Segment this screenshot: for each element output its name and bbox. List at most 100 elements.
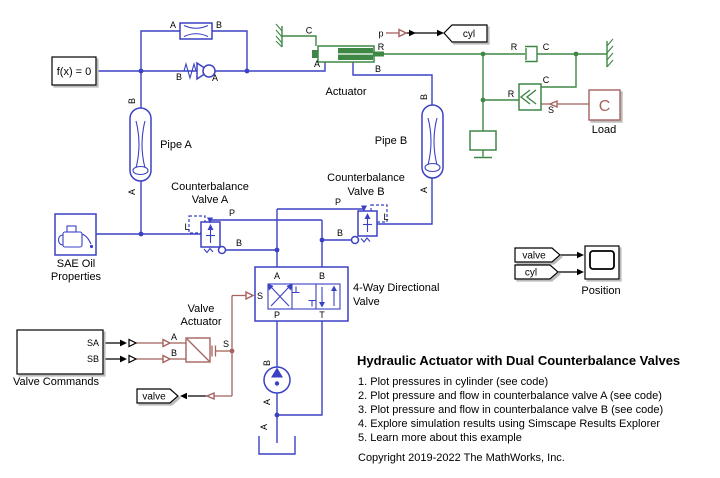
pipe-a-block[interactable]: B A Pipe A bbox=[127, 98, 193, 195]
wall-hatch bbox=[275, 23, 283, 48]
damper-block[interactable]: R C bbox=[511, 42, 550, 63]
solver-body[interactable] bbox=[51, 56, 97, 86]
port-label-r: R bbox=[378, 42, 385, 52]
arrowhead-icon bbox=[120, 339, 127, 347]
annotation-item: 1. Plot pressures in cylinder (see code) bbox=[358, 376, 548, 388]
mechanical-wires[interactable] bbox=[282, 35, 607, 157]
annotation-item: 3. Plot pressure and flow in counterbala… bbox=[358, 404, 663, 416]
pipe-b-block[interactable]: B A Pipe B bbox=[375, 94, 444, 193]
port-label-p: P bbox=[335, 197, 341, 207]
oil-drop bbox=[89, 244, 94, 249]
port-label-c: C bbox=[543, 75, 550, 85]
force-source-block[interactable]: C R S bbox=[508, 75, 554, 115]
check-valve-block[interactable]: B A bbox=[176, 61, 218, 83]
annotation-item: 2. Plot pressure and flow in counterbala… bbox=[358, 390, 662, 402]
junction-dots bbox=[138, 51, 579, 418]
orifice-block[interactable]: A B bbox=[170, 20, 222, 40]
pipe-body[interactable] bbox=[129, 107, 152, 182]
oil-can-icon bbox=[57, 225, 94, 249]
sae-oil-block[interactable]: SAE Oil Properties bbox=[51, 213, 102, 283]
ps-input-port-icon[interactable] bbox=[162, 354, 172, 364]
valve-body[interactable] bbox=[254, 266, 349, 322]
counterbalance-valve-b-block[interactable]: P B L Counterbalance Valve B bbox=[327, 172, 405, 245]
pump-body[interactable] bbox=[263, 366, 291, 394]
valve-commands-block[interactable]: SA SB Valve Commands bbox=[13, 329, 104, 388]
port-label-a: A bbox=[170, 20, 176, 30]
tank-icon[interactable] bbox=[258, 436, 296, 455]
ps-input-port-icon[interactable] bbox=[245, 290, 255, 301]
port-label-l: L bbox=[184, 222, 189, 232]
tank-block[interactable]: A bbox=[258, 424, 296, 455]
wire[interactable] bbox=[277, 208, 365, 211]
actuator-label: Actuator bbox=[326, 86, 367, 98]
from-tag-shape[interactable] bbox=[514, 264, 559, 280]
wire[interactable] bbox=[282, 35, 317, 46]
ps-input-port-icon[interactable] bbox=[548, 99, 558, 109]
cbv-a-label-2: Valve A bbox=[192, 194, 229, 206]
valve-glyph-arrowhead bbox=[286, 283, 293, 291]
wire[interactable] bbox=[247, 62, 326, 72]
wall-left-icon bbox=[275, 23, 283, 48]
ps-converter-port-icon[interactable] bbox=[205, 391, 215, 401]
spring-icon bbox=[360, 237, 371, 243]
actuator-block[interactable]: C A R B p Actuator bbox=[306, 26, 385, 99]
wire[interactable] bbox=[541, 54, 577, 88]
from-valve-tag[interactable]: valve bbox=[514, 247, 561, 263]
scope-block[interactable]: Position bbox=[581, 245, 621, 297]
physical-signal-wires[interactable] bbox=[136, 32, 589, 397]
pipe-body[interactable] bbox=[421, 104, 444, 179]
port-label-c: C bbox=[543, 42, 550, 52]
from-tag-shape[interactable] bbox=[514, 247, 561, 263]
valve-actuator-label-1: Valve bbox=[188, 303, 215, 315]
converter-port-icon[interactable] bbox=[128, 338, 138, 348]
force-source-body[interactable] bbox=[518, 83, 542, 111]
counterbalance-valve-a-block[interactable]: L P B Counterbalance Valve A bbox=[171, 181, 249, 255]
port-label-p: P bbox=[229, 208, 235, 218]
valve-actuator-label-2: Actuator bbox=[181, 316, 222, 328]
wire[interactable] bbox=[140, 30, 180, 71]
goto-cyl-tag[interactable]: cyl bbox=[443, 24, 488, 43]
sae-oil-label-2: Properties bbox=[51, 271, 102, 283]
port-label-a: A bbox=[262, 399, 272, 405]
solver-block[interactable]: f(x) = 0 bbox=[51, 56, 97, 86]
valve-glyph-arrowhead bbox=[331, 285, 337, 291]
annotation-item: 4. Explore simulation results using Sims… bbox=[358, 418, 660, 430]
goto-valve-tag[interactable]: valve bbox=[136, 388, 179, 404]
goto-tag-shape[interactable] bbox=[136, 388, 179, 404]
wire[interactable] bbox=[212, 30, 248, 71]
valve-glyph-blocked-ports bbox=[292, 286, 316, 307]
pilot-box-icon bbox=[188, 215, 206, 234]
spring-icon bbox=[183, 61, 197, 81]
load-body[interactable] bbox=[588, 89, 621, 121]
port-label-b: B bbox=[171, 348, 177, 358]
ps-converter-port-icon[interactable] bbox=[398, 28, 408, 38]
port-label-a: A bbox=[419, 187, 429, 193]
directional-valve-block[interactable]: A B S P T 4-Way Directional Valve bbox=[254, 266, 439, 322]
port-label-b: B bbox=[375, 64, 381, 74]
valve-actuator-block[interactable]: A B S Valve Actuator bbox=[171, 303, 229, 363]
wire[interactable] bbox=[352, 62, 433, 105]
pump-block[interactable]: B A bbox=[262, 360, 291, 405]
converter-port-icon[interactable] bbox=[128, 354, 138, 364]
port-label-l: L bbox=[383, 212, 388, 222]
junction-dot bbox=[229, 348, 235, 354]
junction-dot bbox=[138, 68, 144, 74]
chevron-icon bbox=[519, 89, 531, 105]
wire[interactable] bbox=[377, 178, 433, 225]
ps-input-port-icon[interactable] bbox=[162, 338, 172, 348]
valve-glyph-dividers bbox=[291, 284, 317, 309]
mass-body[interactable] bbox=[469, 130, 497, 151]
port-label-a: A bbox=[314, 59, 320, 69]
goto-tag-shape[interactable] bbox=[443, 24, 488, 43]
pipe-curve bbox=[135, 120, 140, 169]
orifice-curve bbox=[183, 33, 209, 38]
mass-block[interactable] bbox=[469, 130, 497, 159]
port-label-sb: SB bbox=[87, 354, 99, 364]
from-cyl-tag[interactable]: cyl bbox=[514, 264, 559, 280]
annotation: Hydraulic Actuator with Dual Counterbala… bbox=[357, 353, 680, 464]
load-block[interactable]: C Load bbox=[588, 89, 621, 136]
wire[interactable] bbox=[277, 321, 323, 416]
valve-commands-body[interactable] bbox=[16, 329, 104, 375]
wire[interactable] bbox=[209, 219, 322, 222]
